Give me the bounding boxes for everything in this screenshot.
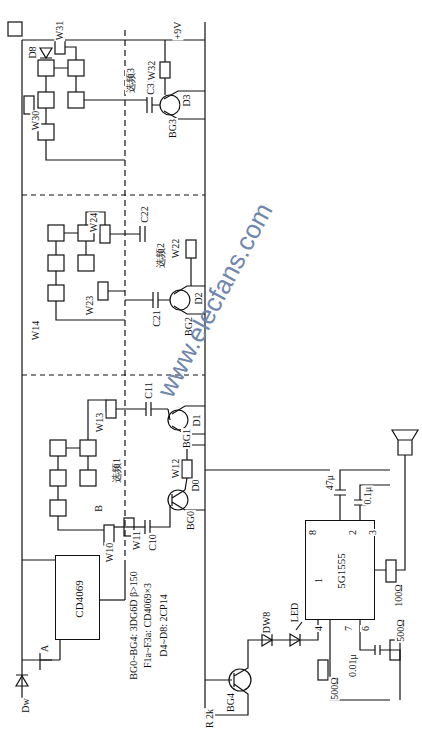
capacitor-symbol [116, 402, 168, 416]
component-label: D1 [190, 413, 201, 427]
ground-bus [204, 22, 205, 720]
component-label: R 2k [204, 707, 215, 728]
component-label: 1 [313, 577, 324, 584]
component-label: W32 [146, 59, 157, 80]
component-label: LED [289, 601, 300, 622]
component-label: DW8 [261, 610, 272, 634]
resistor-symbol [386, 560, 396, 582]
component-label: W22 [170, 237, 181, 258]
resistor-symbol [55, 40, 65, 54]
timer-wiring [375, 455, 405, 570]
watermark: www.elecfans.com [152, 197, 279, 402]
capacitor-symbol [125, 292, 170, 308]
led-symbol [290, 622, 302, 646]
component-label: 100Ω [393, 583, 404, 607]
resistor-symbol [182, 460, 192, 478]
component-label: 4 [313, 625, 324, 632]
component-label: W12 [170, 457, 181, 478]
supply-wire [205, 469, 330, 470]
supply-bus [21, 40, 22, 650]
capacitor-symbol [65, 47, 160, 113]
transistor-symbol [170, 290, 190, 310]
component-label: A [39, 643, 50, 652]
component-label: W23 [84, 294, 95, 315]
resistor-symbol [98, 282, 108, 300]
ic-wire [124, 560, 125, 600]
signal-bus [124, 30, 125, 560]
component-label: W31 [54, 19, 65, 40]
capacitor-symbol [145, 520, 150, 534]
component-label: 6 [360, 625, 371, 632]
transistor-leads [205, 640, 300, 715]
component-label: Dw [19, 697, 30, 713]
wire [164, 40, 165, 95]
component-label: BG3 [167, 118, 178, 139]
component-label: 2 [347, 529, 358, 536]
component-label: 8 [307, 529, 318, 536]
component-label: B [92, 504, 103, 513]
component-label: BG0 [185, 510, 196, 531]
component-label: 7 [343, 625, 354, 632]
resistor-symbol [160, 62, 170, 78]
ic-box: CD4069 [55, 555, 100, 640]
resistor-symbol [100, 225, 110, 243]
component-label: 500Ω [395, 618, 406, 642]
ic-wire [100, 599, 125, 600]
wire [88, 400, 106, 440]
component-label: D3 [180, 93, 191, 107]
ic-wire [22, 559, 55, 560]
parts-note: BG0~BG4: 3DG6D β>150 [128, 570, 139, 680]
stage-divider [22, 194, 205, 195]
ic-wire [59, 640, 60, 660]
transistor-leads [150, 490, 205, 527]
wire [114, 526, 145, 527]
capacitor-symbol [334, 470, 390, 520]
component-label: C10 [146, 533, 157, 552]
resistor-symbol [390, 640, 400, 660]
component-label: 选频2 [155, 242, 166, 269]
resistor-symbol [106, 400, 116, 418]
transistor-symbol [168, 410, 188, 430]
component-label: 0.1μ [363, 485, 374, 505]
resistor-symbol [186, 240, 196, 258]
output-box [8, 22, 22, 36]
ic-label: CD4069 [73, 580, 85, 617]
transistor-leads [164, 91, 205, 119]
component-label: BG4 [225, 692, 236, 713]
component-label: W14 [30, 319, 41, 340]
component-label: W10 [104, 541, 115, 562]
transistor-symbol [168, 490, 188, 510]
component-label: C22 [138, 205, 149, 224]
resistor-symbol [318, 660, 328, 680]
zener-diode [262, 634, 272, 646]
component-label: W24 [88, 211, 99, 232]
component-label: W11 [131, 529, 142, 550]
wire [190, 258, 191, 286]
diode-symbol [40, 48, 52, 58]
parts-note: D4~D8: 2CP14 [158, 593, 169, 657]
component-label: C21 [150, 309, 161, 328]
speaker-symbol [392, 430, 418, 455]
timer-wiring [300, 620, 400, 700]
component-label: BG1 [181, 428, 192, 449]
component-label: W13 [94, 411, 105, 432]
transistor-symbol [160, 95, 180, 115]
component-label: 500Ω [329, 676, 340, 700]
wire [86, 212, 140, 291]
ic-label: 5G1555 [335, 553, 347, 588]
component-label: 3 [367, 529, 378, 536]
component-label: 选频3 [125, 67, 136, 94]
component-label: W30 [30, 109, 41, 130]
component-label: D0 [189, 478, 200, 492]
component-label: 选频1 [111, 457, 122, 484]
component-label: 47μ [325, 473, 336, 490]
component-label: D8 [26, 45, 37, 59]
inverter-gates [38, 60, 125, 530]
component-label: 0.01μ [347, 653, 358, 678]
zener-diode [16, 675, 28, 686]
capacitor-symbol [140, 226, 145, 242]
parts-note: F1a~F3a: CD4069×3 [142, 581, 153, 668]
component-label: +9V [173, 20, 184, 40]
